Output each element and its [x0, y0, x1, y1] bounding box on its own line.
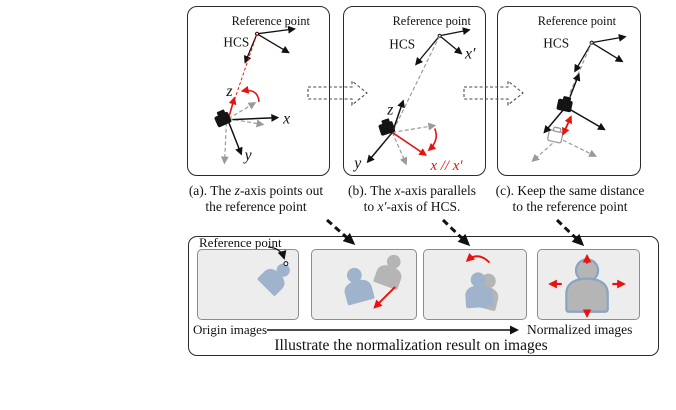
panel-c: Reference point HCS [497, 6, 641, 176]
caption-a-text: (a). The [188, 183, 235, 198]
sight-line-dashed [391, 35, 441, 133]
origin-images-label: Origin images [193, 322, 268, 337]
caption-b-text: -axis parallels [400, 183, 476, 198]
caption-b-line2: to [363, 198, 378, 214]
reference-point-marker [283, 261, 289, 267]
sight-line-dashed [568, 42, 593, 96]
rotation-arc-icon [240, 85, 260, 102]
hcs-label: HCS [223, 35, 249, 50]
bottom-reference-point-label: Reference point [199, 235, 282, 250]
caption-a-var: z [234, 183, 240, 198]
caption-c: (c). Keep the same distance to the refer… [482, 183, 658, 214]
camera-axis-arrow [543, 107, 566, 134]
x-axis-arrow [232, 113, 280, 122]
thumbnail-normalized-image [537, 249, 640, 320]
rotation-arc-icon [465, 252, 491, 264]
person-silhouette-ghost-icon [373, 254, 402, 290]
old-camera-axes [220, 102, 265, 165]
move-up-arrow [569, 72, 581, 98]
distance-double-arrow [562, 115, 572, 136]
caption-b-text: (b). The [348, 183, 395, 198]
person-silhouette-icon [344, 267, 375, 306]
camera-icon [378, 118, 396, 136]
origin-image-graphic [257, 261, 290, 296]
caption-c-text: (c). Keep the same distance [495, 183, 645, 198]
hcs-label: HCS [543, 36, 569, 51]
y-axis-label: y [352, 155, 361, 172]
old-camera-axes [531, 138, 597, 162]
y-axis-label: y [243, 147, 252, 164]
x-prime-axis-label: x′ [464, 45, 476, 62]
normalized-images-label: Normalized images [527, 322, 633, 337]
old-camera-axes [391, 122, 437, 166]
reference-point-label: Reference point [232, 14, 311, 28]
normalized-image-graphic [548, 253, 626, 319]
caption-b-line2: -axis of HCS. [386, 198, 461, 214]
panel-c-diagram: Reference point HCS [531, 14, 627, 162]
reference-point-label: Reference point [538, 14, 617, 28]
rotation-arc-icon [427, 128, 437, 152]
x-axis-label: x [282, 111, 290, 128]
ghost-camera-icon [547, 126, 564, 144]
z-axis-label: z [386, 102, 393, 119]
x-parallel-label: x // x′ [430, 158, 464, 174]
thumbnail-translation-step [311, 249, 417, 320]
panel-b: Reference point HCS x′ z y x // x′ [343, 6, 486, 176]
caption-a-text: -axis points out [239, 183, 324, 198]
person-silhouette-icon [465, 272, 494, 309]
panel-a-diagram: Reference point HCS z x y [214, 14, 311, 165]
panel-a: Reference point HCS z x y [187, 6, 330, 176]
hcs-label: HCS [389, 37, 415, 52]
caption-c-line2: to the reference point [512, 198, 628, 214]
caption-a: (a). The z-axis points out the reference… [177, 183, 335, 214]
camera-icon [214, 109, 232, 128]
caption-a-line2: the reference point [205, 198, 307, 214]
scale-arrows-icon [548, 253, 626, 319]
bottom-caption: Illustrate the normalization result on i… [274, 337, 548, 354]
image-results-box [188, 236, 659, 356]
caption-b: (b). The x-axis parallels to x′-axis of … [334, 183, 490, 214]
thumbnail-origin-image [197, 249, 299, 320]
caption-b-var: x [394, 183, 401, 198]
y-axis-arrow [227, 121, 243, 156]
camera-axis-arrow [566, 107, 606, 131]
camera-icon [556, 96, 573, 113]
caption-b-line2-var: x′ [377, 198, 387, 214]
new-x-axis-arrow [391, 131, 428, 156]
translation-step-graphic [344, 254, 402, 309]
thumbnail-rotation-step [423, 249, 527, 320]
z-axis-label: z [225, 83, 232, 100]
y-axis-arrow [366, 131, 393, 164]
rotation-step-graphic [465, 252, 499, 311]
z-axis-arrow [227, 96, 237, 119]
hcs-frame-arrows [574, 33, 627, 73]
panel-b-diagram: Reference point HCS x′ z y x // x′ [352, 14, 476, 174]
person-silhouette-icon [257, 263, 290, 296]
translation-arrow-icon [373, 286, 396, 309]
person-silhouette-icon [565, 258, 609, 313]
reference-point-label: Reference point [393, 14, 472, 28]
hcs-frame-arrows [415, 27, 471, 66]
